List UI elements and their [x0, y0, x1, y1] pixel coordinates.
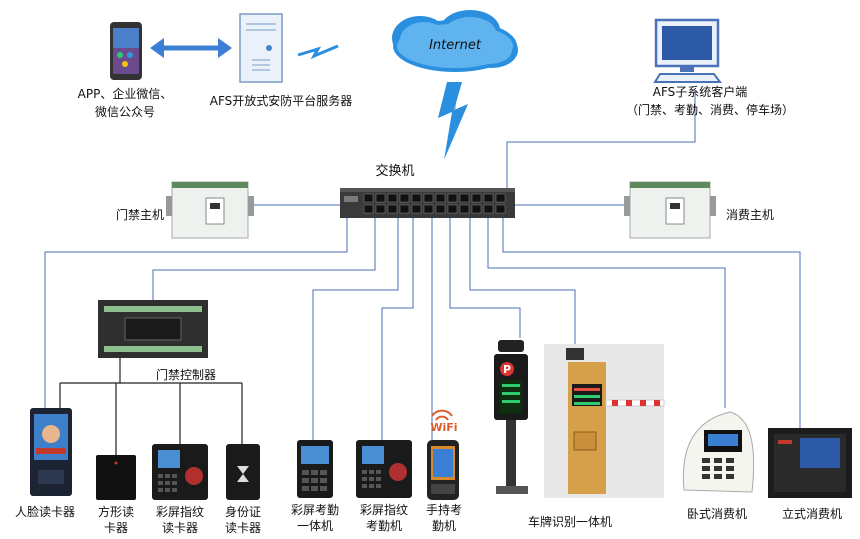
switch-port: [411, 204, 422, 214]
internet-label: Internet: [429, 38, 481, 53]
parking-label: 车牌识别一体机: [527, 515, 612, 529]
plate-camera-pole-icon: [494, 340, 528, 494]
square-reader-icon: [96, 455, 136, 500]
handheld-label-line2: 勤机: [431, 519, 456, 533]
stand-pos-label: 立式消费机: [781, 507, 842, 521]
color-fp-reader-label-line1: 彩屏指纹: [155, 505, 204, 519]
face-reader-icon: [30, 408, 72, 496]
wifi-icon: [431, 409, 453, 421]
switch-port: [387, 204, 398, 214]
color-fp-reader-label-line2: 读卡器: [161, 521, 198, 535]
double-arrow-icon: [150, 38, 232, 58]
consume-host-label: 消费主机: [726, 208, 775, 222]
id-reader-label-line2: 读卡器: [224, 521, 261, 535]
color-att-label-line2: 一体机: [296, 519, 333, 533]
switch-port: [495, 193, 506, 203]
desk-pos-line: [487, 218, 726, 408]
client-label-line2: （门禁、考勤、消费、停车场）: [625, 103, 794, 117]
stand-pos-line: [502, 218, 801, 428]
face-reader-label: 人脸读卡器: [14, 505, 75, 519]
switch-port: [423, 204, 434, 214]
switch-ports: [363, 193, 506, 214]
color-fp-att-label-line2: 考勤机: [365, 519, 402, 533]
switch-label: 交换机: [375, 164, 415, 179]
stand-pos-icon: [768, 428, 852, 498]
switch-port: [483, 193, 494, 203]
switch-port: [435, 193, 446, 203]
wireless-link-icon: [297, 44, 339, 60]
face-reader-line: [44, 218, 348, 408]
switch-port: [363, 204, 374, 214]
color-att-label-line1: 彩屏考勤: [290, 503, 339, 517]
access-controller-icon: [98, 300, 208, 358]
color-fp-att-label-line1: 彩屏指纹: [359, 503, 408, 517]
switch-port: [471, 204, 482, 214]
handheld-label-line1: 手持考: [425, 503, 462, 517]
switch-port: [435, 204, 446, 214]
computer-icon: [653, 18, 722, 83]
access-host-label: 门禁主机: [115, 208, 164, 222]
lightning-icon: [438, 82, 468, 160]
switch-port: [399, 204, 410, 214]
switch-port: [447, 193, 458, 203]
color-attendance-icon: [297, 440, 333, 498]
switch-port: [387, 193, 398, 203]
id-reader-label-line1: 身份证: [224, 505, 261, 519]
square-reader-label-line2: 卡器: [103, 521, 128, 535]
switch-port: [447, 204, 458, 214]
controller-line: [152, 218, 376, 300]
switch-port: [483, 204, 494, 214]
wifi-label: WiFi: [430, 421, 458, 434]
parking-line-1: [449, 218, 521, 338]
app-label-line1: APP、企业微信、: [77, 87, 173, 101]
smartphone-icon: [110, 22, 142, 80]
id-card-reader-icon: [226, 444, 260, 500]
server-label: AFS开放式安防平台服务器: [209, 94, 353, 108]
client-label-line1: AFS子系统客户端: [652, 85, 748, 99]
app-label-line2: 微信公众号: [94, 105, 155, 119]
access-host-icon: [166, 181, 254, 239]
internet-cloud-icon: [392, 10, 518, 72]
switch-port: [363, 193, 374, 203]
handheld-device-icon: [427, 440, 459, 500]
color-att-line: [312, 218, 399, 440]
color-fp-att-line: [381, 218, 414, 440]
color-fingerprint-reader-icon: [152, 444, 208, 500]
connection-lines: [44, 82, 801, 455]
parking-sign-label: P: [502, 363, 512, 376]
desk-pos-icon: [682, 411, 755, 493]
switch-port: [459, 204, 470, 214]
switch-port: [375, 193, 386, 203]
network-switch-icon: [340, 188, 515, 218]
switch-port: [495, 204, 506, 214]
switch-port: [423, 193, 434, 203]
switch-port: [375, 204, 386, 214]
color-fingerprint-attendance-icon: [356, 440, 412, 498]
access-controller-label: 门禁控制器: [156, 368, 217, 382]
server-icon: [239, 13, 283, 83]
client-switch-line: [506, 90, 696, 188]
barrier-gate-icon: [544, 344, 665, 498]
consume-host-icon: [624, 181, 716, 239]
square-reader-label-line1: 方形读: [97, 505, 134, 519]
switch-port: [459, 193, 470, 203]
desk-pos-label: 卧式消费机: [686, 507, 747, 521]
switch-port: [411, 193, 422, 203]
switch-port: [471, 193, 482, 203]
switch-port: [399, 193, 410, 203]
parking-line-2: [469, 218, 576, 348]
